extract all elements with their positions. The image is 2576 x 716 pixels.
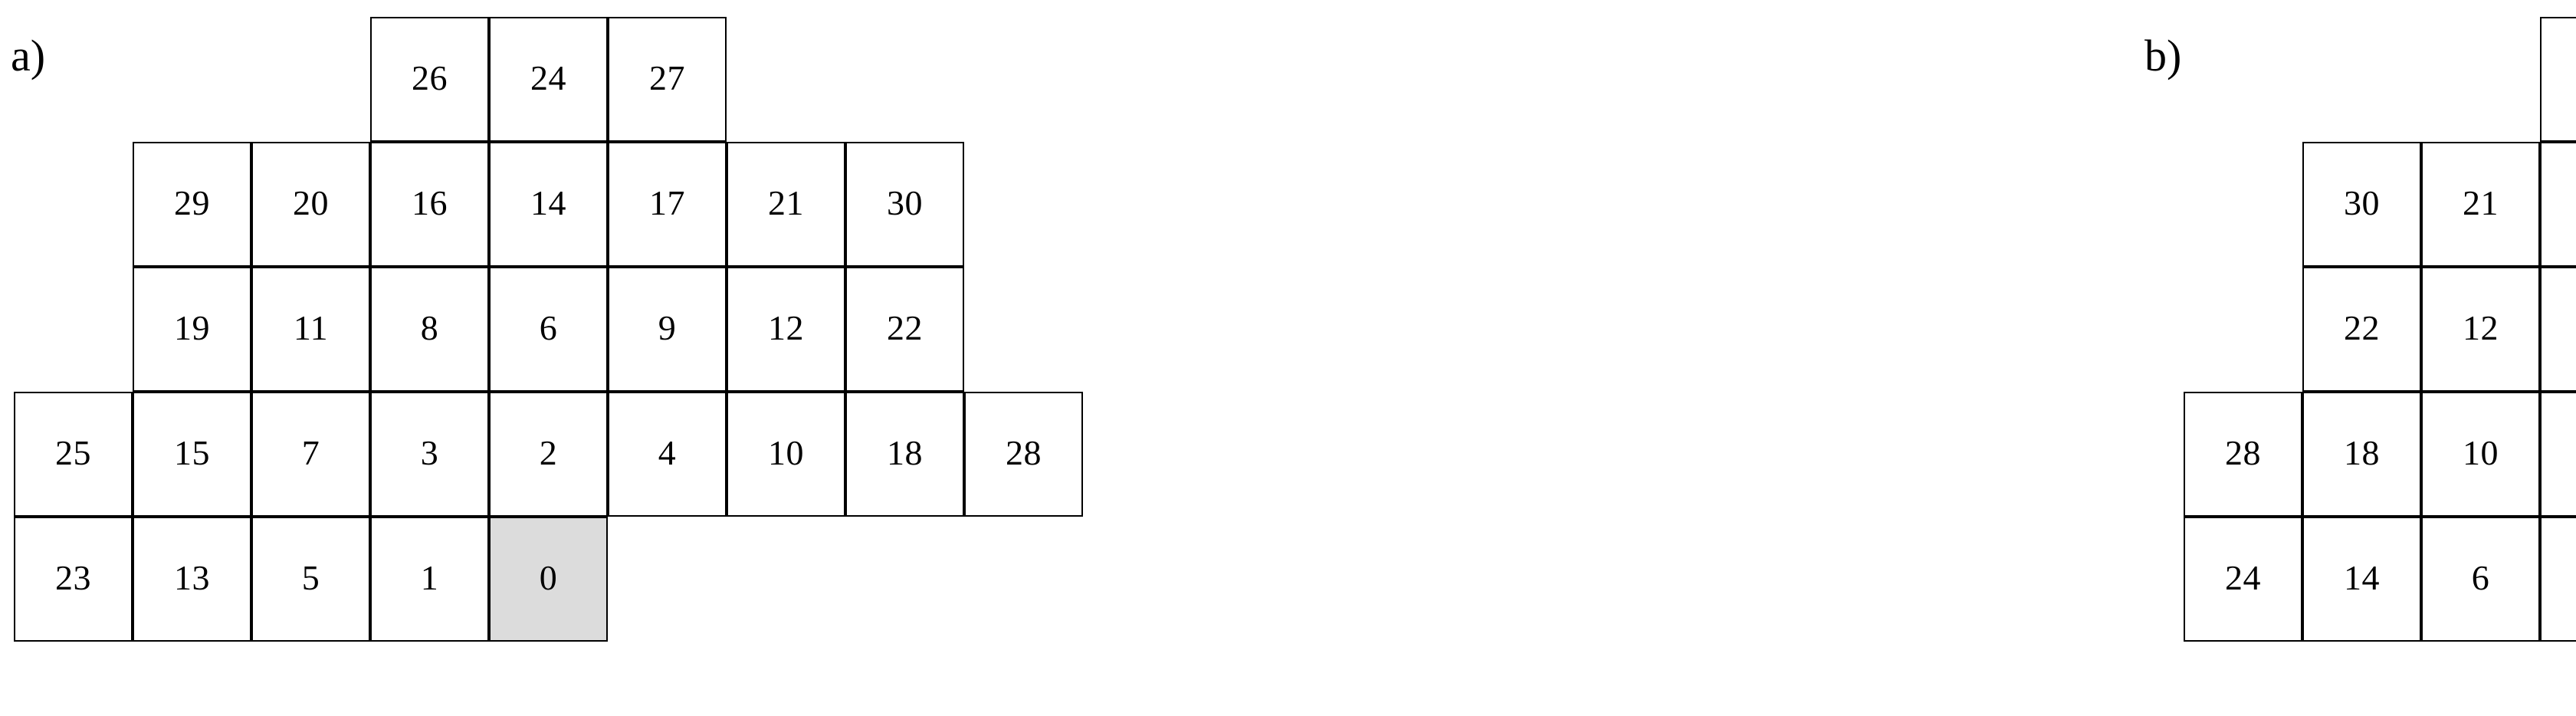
panel-b-label: b) xyxy=(2144,31,2182,80)
cell-value: 14 xyxy=(530,182,566,222)
lattice-cell: 10 xyxy=(2421,392,2540,517)
panel-a-label: a) xyxy=(11,31,46,80)
lattice-cell: 30 xyxy=(2302,142,2421,267)
lattice-cell: 27 xyxy=(608,17,727,142)
lattice-cell: 23 xyxy=(14,517,133,642)
lattice-cell: 15 xyxy=(133,392,251,517)
lattice-cell: 5 xyxy=(251,517,370,642)
lattice-cell: 20 xyxy=(251,142,370,267)
cell-value: 25 xyxy=(55,432,91,472)
lattice-cell: 24 xyxy=(2184,517,2302,642)
cell-value: 29 xyxy=(174,182,210,222)
cell-value: 30 xyxy=(887,182,923,222)
lattice-cell: 3 xyxy=(370,392,489,517)
lattice-cell: 27 xyxy=(2540,17,2576,142)
lattice-cell: 9 xyxy=(608,267,727,392)
cell-value: 3 xyxy=(420,432,439,472)
cell-value: 24 xyxy=(2225,557,2261,597)
lattice-cell: 10 xyxy=(727,392,845,517)
cell-value: 10 xyxy=(768,432,804,472)
cell-value: 9 xyxy=(658,307,677,347)
cell-value: 14 xyxy=(2344,557,2380,597)
lattice-cell: 28 xyxy=(2184,392,2302,517)
lattice-cell: 30 xyxy=(845,142,964,267)
lattice-cell: 21 xyxy=(727,142,845,267)
cell-value: 8 xyxy=(420,307,439,347)
cell-value: 30 xyxy=(2344,182,2380,222)
cell-value: 16 xyxy=(412,182,448,222)
cell-value: 23 xyxy=(55,557,91,597)
lattice-cell: 13 xyxy=(133,517,251,642)
cell-value: 28 xyxy=(1006,432,1042,472)
cell-value: 12 xyxy=(768,307,804,347)
lattice-cell: 22 xyxy=(845,267,964,392)
cell-value: 19 xyxy=(174,307,210,347)
lattice-cell: 14 xyxy=(2302,517,2421,642)
lattice-cell: 18 xyxy=(2302,392,2421,517)
cell-value: 4 xyxy=(658,432,677,472)
cell-value: 15 xyxy=(174,432,210,472)
lattice-cell: 19 xyxy=(133,267,251,392)
lattice-cell: 12 xyxy=(727,267,845,392)
cell-value: 11 xyxy=(293,307,329,347)
cell-value: 22 xyxy=(2344,307,2380,347)
lattice-cell: 16 xyxy=(370,142,489,267)
lattice-cell: 4 xyxy=(608,392,727,517)
cell-value: 0 xyxy=(539,557,558,597)
lattice-cell: 2 xyxy=(489,392,608,517)
lattice-cell: 25 xyxy=(14,392,133,517)
cell-value: 17 xyxy=(649,182,685,222)
cell-value: 28 xyxy=(2225,432,2261,472)
cell-value: 27 xyxy=(649,57,685,97)
lattice-cell: 28 xyxy=(964,392,1083,517)
lattice-cell: 22 xyxy=(2302,267,2421,392)
lattice-cell: 24 xyxy=(489,17,608,142)
lattice-cell: 29 xyxy=(133,142,251,267)
lattice-cell: 8 xyxy=(370,267,489,392)
cell-value: 12 xyxy=(2463,307,2499,347)
lattice-cell: 21 xyxy=(2421,142,2540,267)
lattice-cell: 14 xyxy=(489,142,608,267)
cell-value: 2 xyxy=(539,432,558,472)
lattice-cell: 2 xyxy=(2540,517,2576,642)
cell-value: 5 xyxy=(301,557,320,597)
cell-value: 18 xyxy=(2344,432,2380,472)
cell-value: 18 xyxy=(887,432,923,472)
cell-value: 21 xyxy=(2463,182,2499,222)
cell-value: 1 xyxy=(420,557,439,597)
lattice-cell: 1 xyxy=(370,517,489,642)
lattice-cell: 7 xyxy=(251,392,370,517)
panel-b: b) 2723263021171316202922129581119281810… xyxy=(1288,0,2576,716)
lattice-cell: 4 xyxy=(2540,392,2576,517)
cell-value: 20 xyxy=(293,182,329,222)
cell-value: 22 xyxy=(887,307,923,347)
cell-value: 13 xyxy=(174,557,210,597)
cell-value: 6 xyxy=(2471,557,2490,597)
cell-value: 10 xyxy=(2463,432,2499,472)
cell-value: 26 xyxy=(412,57,448,97)
lattice-cell: 6 xyxy=(489,267,608,392)
cell-value: 21 xyxy=(768,182,804,222)
lattice-cell: 0 xyxy=(489,517,608,642)
cell-value: 6 xyxy=(539,307,558,347)
lattice-cell: 18 xyxy=(845,392,964,517)
lattice-cell: 9 xyxy=(2540,267,2576,392)
lattice-cell: 6 xyxy=(2421,517,2540,642)
lattice-cell: 26 xyxy=(370,17,489,142)
cell-value: 7 xyxy=(301,432,320,472)
lattice-cell: 12 xyxy=(2421,267,2540,392)
lattice-cell: 11 xyxy=(251,267,370,392)
lattice-cell: 17 xyxy=(608,142,727,267)
cell-value: 24 xyxy=(530,57,566,97)
lattice-cell: 17 xyxy=(2540,142,2576,267)
